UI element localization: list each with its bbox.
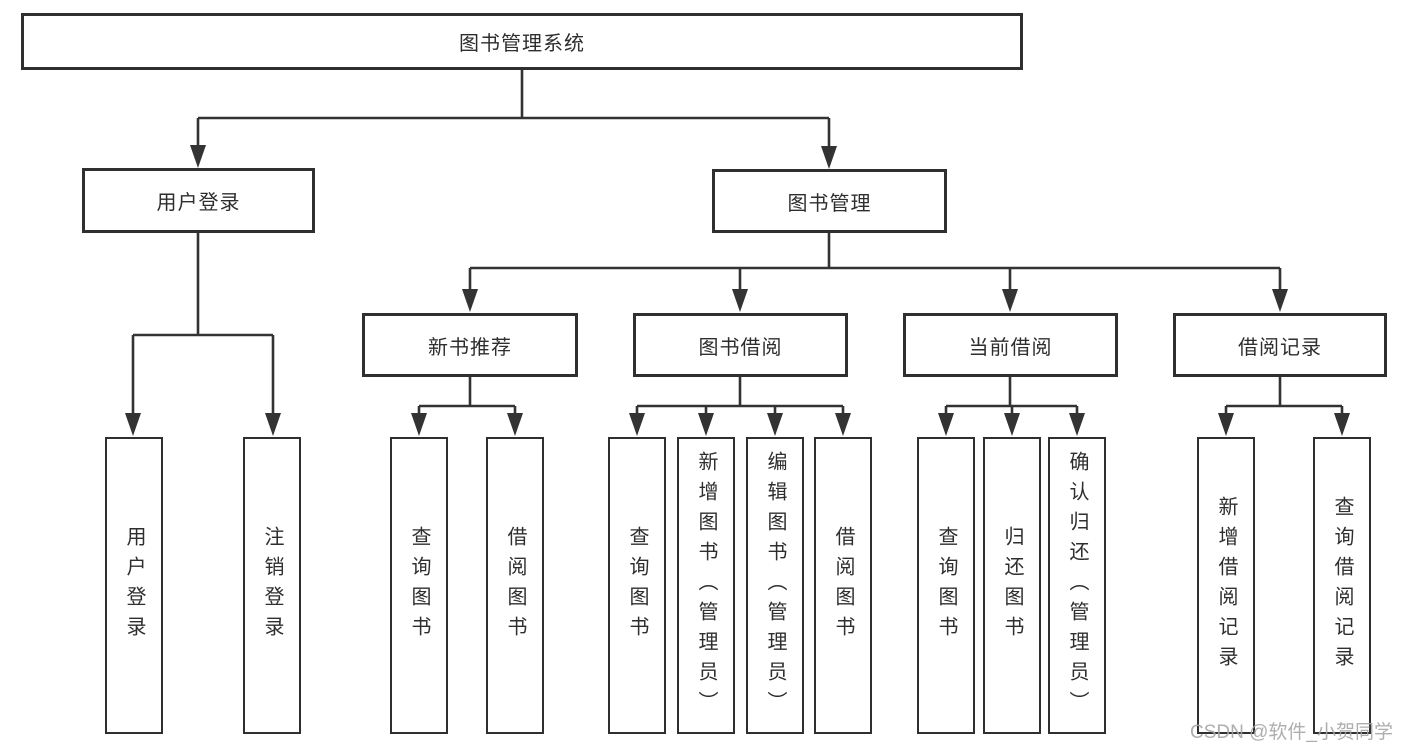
leaf-confirm-return-admin-label: 确认归还（管理员） <box>1066 450 1088 721</box>
node-new-book-recommend: 新书推荐 <box>362 313 578 377</box>
leaf-query-books-current: 查询图书 <box>917 437 975 734</box>
leaf-edit-books-admin: 编辑图书（管理员） <box>746 437 804 734</box>
leaf-return-books: 归还图书 <box>983 437 1041 734</box>
node-user-login-label: 用户登录 <box>156 192 241 214</box>
leaf-query-books-borrowing-label: 查询图书 <box>626 525 648 646</box>
node-new-book-recommend-label: 新书推荐 <box>428 336 512 359</box>
leaf-edit-books-admin-label: 编辑图书（管理员） <box>764 450 786 721</box>
leaf-user-login-label: 用户登录 <box>123 525 145 646</box>
leaf-borrow-books-borrowing: 借阅图书 <box>814 437 872 734</box>
node-root-label: 图书管理系统 <box>459 33 585 55</box>
node-book-borrowing-label: 图书借阅 <box>698 336 783 359</box>
leaf-query-books-recommend: 查询图书 <box>390 437 448 734</box>
leaf-add-borrow-record-label: 新增借阅记录 <box>1215 495 1237 676</box>
node-current-borrowing: 当前借阅 <box>903 313 1118 377</box>
arrowheads <box>125 145 1350 436</box>
leaf-query-books-borrowing: 查询图书 <box>608 437 666 734</box>
leaf-add-borrow-record: 新增借阅记录 <box>1197 437 1255 734</box>
leaf-add-books-admin: 新增图书（管理员） <box>677 437 735 734</box>
leaf-user-login: 用户登录 <box>105 437 163 734</box>
node-book-borrowing: 图书借阅 <box>633 313 848 377</box>
leaf-borrow-books-recommend: 借阅图书 <box>486 437 544 734</box>
node-user-login: 用户登录 <box>82 168 315 233</box>
node-borrow-records: 借阅记录 <box>1173 313 1387 377</box>
node-current-borrowing-label: 当前借阅 <box>968 336 1053 359</box>
leaf-query-borrow-record: 查询借阅记录 <box>1313 437 1371 734</box>
leaf-query-borrow-record-label: 查询借阅记录 <box>1331 495 1353 676</box>
leaf-borrow-books-borrowing-label: 借阅图书 <box>832 525 854 646</box>
node-book-management-label: 图书管理 <box>787 192 872 215</box>
leaf-query-books-recommend-label: 查询图书 <box>408 525 430 646</box>
leaf-logout-label: 注销登录 <box>261 525 283 646</box>
leaf-query-books-current-label: 查询图书 <box>935 525 957 646</box>
leaf-logout: 注销登录 <box>243 437 301 734</box>
leaf-confirm-return-admin: 确认归还（管理员） <box>1048 437 1106 734</box>
node-book-management: 图书管理 <box>712 169 947 233</box>
leaf-borrow-books-recommend-label: 借阅图书 <box>504 525 526 646</box>
node-borrow-records-label: 借阅记录 <box>1238 336 1322 359</box>
watermark: CSDN @软件_小贺同学 <box>1190 722 1393 743</box>
node-root: 图书管理系统 <box>21 13 1023 70</box>
leaf-add-books-admin-label: 新增图书（管理员） <box>695 450 717 721</box>
leaf-return-books-label: 归还图书 <box>1001 525 1023 646</box>
